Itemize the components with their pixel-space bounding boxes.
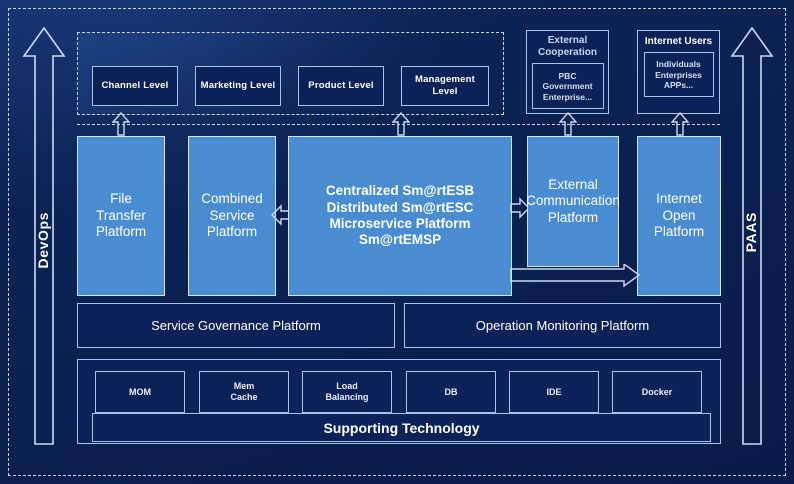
level-box-product[interactable]: Product Level [298, 66, 384, 106]
devops-label: DevOps [35, 212, 51, 269]
tech-label: Load Balancing [325, 381, 369, 402]
platform-label: Combined Service Platform [201, 191, 263, 240]
tech-box-mem-cache[interactable]: Mem Cache [199, 371, 289, 413]
platform-label: Centralized Sm@rtESB Distributed Sm@rtES… [325, 183, 475, 248]
platform-label: File Transfer Platform [95, 191, 147, 240]
tech-label: DB [444, 386, 458, 397]
platform-external-communication[interactable]: External Communication Platform [526, 136, 620, 267]
right-flow-arrow-icon [510, 196, 530, 225]
level-box-management[interactable]: Management Level [401, 66, 489, 106]
level-label: Management Level [414, 74, 476, 97]
tech-box-ide[interactable]: IDE [509, 371, 599, 413]
platform-file-transfer[interactable]: File Transfer Platform [77, 136, 165, 296]
tech-box-db[interactable]: DB [406, 371, 496, 413]
level-label: Channel Level [101, 80, 169, 92]
level-box-marketing[interactable]: Marketing Level [195, 66, 281, 106]
tech-label: IDE [546, 386, 562, 397]
row-service-governance[interactable]: Service Governance Platform [77, 303, 395, 348]
level-label: Marketing Level [200, 80, 276, 92]
level-box-channel[interactable]: Channel Level [92, 66, 178, 106]
row-label: Operation Monitoring Platform [475, 317, 650, 333]
platform-combined-service[interactable]: Combined Service Platform [188, 136, 276, 296]
tech-box-load-balancing[interactable]: Load Balancing [302, 371, 392, 413]
supporting-technology-bar[interactable]: Supporting Technology [92, 413, 711, 442]
tech-label: Docker [641, 386, 673, 397]
external-cooperation-title: External Cooperation [538, 35, 597, 59]
platform-internet-open[interactable]: Internet Open Platform [637, 136, 721, 296]
tech-label: Mem Cache [230, 381, 258, 402]
paas-arrow-icon [730, 24, 774, 448]
supporting-technology-label: Supporting Technology [323, 419, 480, 436]
tech-label: MOM [129, 386, 151, 397]
flow-up-arrow-icon [558, 111, 578, 141]
esb-to-open-platform-arrow-icon [509, 262, 641, 293]
flow-up-arrow-icon [111, 111, 131, 141]
devops-arrow-icon [22, 24, 66, 448]
outer-boundary [8, 8, 786, 476]
flow-up-arrow-icon [391, 111, 411, 141]
internet-users-items: Individuals Enterprises APPs... [643, 52, 714, 98]
platform-centralized-esb[interactable]: Centralized Sm@rtESB Distributed Sm@rtES… [288, 136, 512, 296]
platform-label: External Communication Platform [526, 176, 620, 225]
level-label: Product Level [308, 80, 374, 92]
tech-box-docker[interactable]: Docker [612, 371, 702, 413]
row-operation-monitoring[interactable]: Operation Monitoring Platform [404, 303, 721, 348]
platform-label: Internet Open Platform [653, 191, 705, 240]
external-cooperation-group[interactable]: External Cooperation PBC Government Ente… [526, 30, 609, 114]
internet-users-group[interactable]: Internet Users Individuals Enterprises A… [637, 30, 720, 114]
row-label: Service Governance Platform [151, 317, 321, 333]
internet-users-title: Internet Users [644, 36, 713, 47]
external-cooperation-items: PBC Government Enterprise... [531, 63, 604, 110]
tech-box-mom[interactable]: MOM [95, 371, 185, 413]
paas-label: PAAS [743, 212, 759, 253]
flow-up-arrow-icon [670, 111, 690, 141]
